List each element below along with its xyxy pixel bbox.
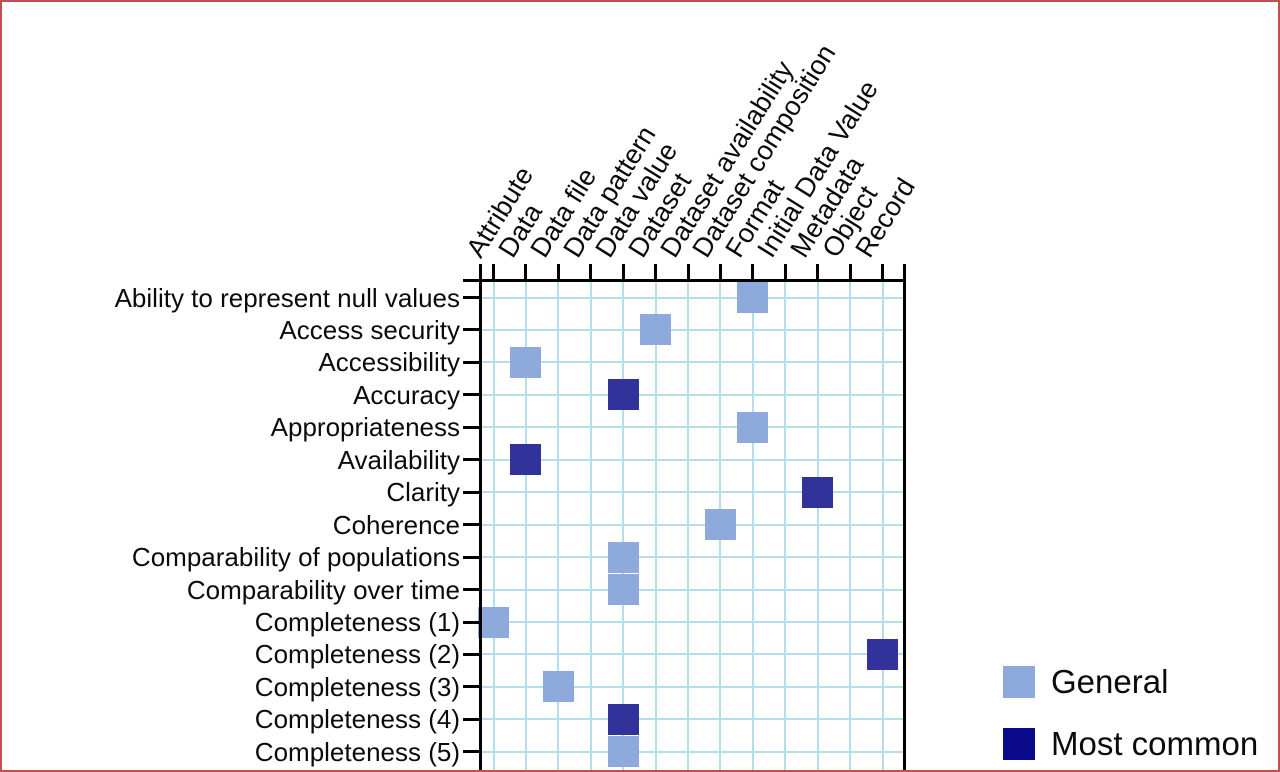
y-axis-tick [463, 750, 479, 754]
gridline-horizontal [482, 718, 903, 721]
y-axis-tick [463, 620, 479, 624]
legend-item-general: General [1003, 662, 1258, 700]
legend-swatch-most-common [1003, 727, 1035, 760]
row-label: Accuracy [353, 379, 460, 410]
y-axis-tick [463, 685, 479, 689]
gridline-horizontal [482, 426, 903, 429]
x-axis-tick [881, 264, 885, 279]
gridline-vertical [816, 282, 819, 770]
gridline-horizontal [482, 588, 903, 591]
grid-mark [737, 411, 769, 443]
gridline-horizontal [482, 621, 903, 623]
row-label: Access security [279, 314, 460, 345]
row-label: Coherence [332, 509, 460, 540]
gridline-horizontal [482, 750, 903, 753]
grid-mark [607, 574, 639, 606]
gridline-vertical [557, 282, 560, 770]
y-axis-tick [463, 425, 479, 429]
gridline-vertical [687, 282, 690, 770]
y-axis-tick [463, 279, 479, 282]
legend-label-most-common: Most common [1051, 724, 1259, 762]
grid-mark [510, 346, 542, 378]
x-axis-tick [654, 264, 658, 279]
y-axis-tick [463, 717, 479, 721]
row-label: Appropriateness [270, 412, 460, 443]
grid-mark [867, 638, 899, 670]
x-axis-tick [556, 264, 560, 279]
y-axis-tick [463, 652, 479, 656]
row-label: Comparability of populations [131, 542, 460, 573]
row-label: Completeness (2) [254, 639, 460, 670]
row-label: Completeness (5) [254, 736, 460, 767]
legend-label-general: General [1051, 662, 1169, 700]
grid-mark [607, 379, 639, 411]
x-axis-tick [686, 264, 690, 279]
x-axis-tick [816, 264, 820, 279]
grid-mark [510, 444, 542, 476]
y-axis-tick [463, 588, 479, 592]
legend: General Most common [1003, 662, 1259, 770]
x-axis-tick [903, 264, 906, 279]
gridline-horizontal [482, 556, 903, 559]
y-axis-tick [463, 555, 479, 559]
row-label: Completeness (3) [254, 671, 460, 702]
grid-mark [607, 703, 639, 735]
legend-swatch-general [1003, 665, 1035, 698]
row-label: Ability to represent null values [114, 282, 460, 313]
grid-mark [607, 541, 639, 573]
x-axis-tick [492, 264, 495, 279]
x-axis-tick [589, 264, 593, 279]
x-axis-tick [751, 264, 755, 279]
gridline-horizontal [482, 328, 903, 331]
row-label: Accessibility [318, 347, 460, 378]
gridline-vertical [654, 282, 657, 770]
x-axis-tick [783, 264, 787, 279]
y-axis-line [479, 279, 482, 770]
x-axis-tick [621, 264, 625, 279]
y-axis-tick [463, 490, 479, 494]
gridline-horizontal [482, 296, 903, 299]
row-label: Completeness (1) [254, 607, 460, 637]
gridline-vertical [881, 282, 884, 770]
y-axis-tick [463, 360, 479, 364]
gridline-vertical [524, 282, 527, 770]
grid-mark [704, 509, 736, 541]
gridline-horizontal [482, 361, 903, 364]
x-axis-tick [718, 264, 722, 279]
grid-mark [802, 476, 834, 508]
grid-mark [542, 671, 574, 703]
y-axis-tick [463, 458, 479, 462]
legend-item-most-common: Most common [1003, 724, 1259, 762]
row-label: Clarity [386, 477, 460, 508]
gridline-vertical [492, 282, 495, 770]
gridline-vertical [849, 282, 852, 770]
y-axis-tick [463, 393, 479, 397]
x-axis-line [478, 279, 906, 282]
gridline-horizontal [482, 653, 903, 656]
gridline-horizontal [482, 458, 903, 461]
gridline-horizontal [482, 491, 903, 494]
grid-mark [640, 314, 672, 346]
gridline-horizontal [482, 685, 903, 688]
row-label: Comparability over time [186, 574, 460, 605]
y-axis-tick [463, 296, 479, 299]
gridline-vertical [589, 282, 592, 770]
gridline-vertical [751, 282, 754, 770]
grid-mark [607, 736, 639, 768]
row-label: Availability [337, 444, 460, 475]
right-axis-line [903, 279, 906, 770]
x-axis-tick [848, 264, 852, 279]
row-label: Completeness (4) [254, 704, 460, 735]
y-axis-tick [463, 328, 479, 332]
grid-mark [478, 606, 509, 638]
gridline-vertical [784, 282, 787, 770]
gridline-vertical [622, 282, 625, 770]
gridline-horizontal [482, 393, 903, 396]
grid-mark [737, 282, 769, 313]
gridline-horizontal [482, 523, 903, 526]
y-axis-tick [463, 523, 479, 527]
x-axis-tick [479, 264, 482, 279]
x-axis-tick [524, 264, 528, 279]
